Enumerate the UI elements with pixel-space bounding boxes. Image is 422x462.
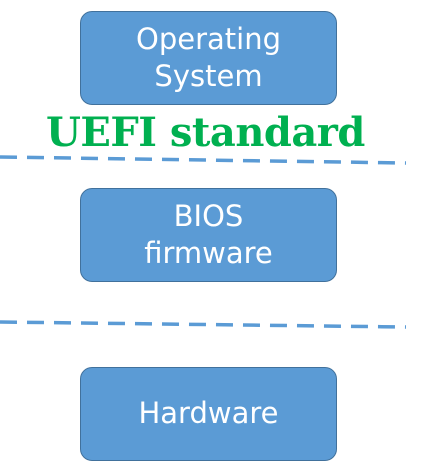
bios-firmware-label: BIOS firmware — [144, 198, 273, 270]
uefi-standard-label: UEFI standard — [46, 109, 365, 156]
operating-system-label: Operating System — [136, 21, 281, 93]
dashed-line-lower — [0, 320, 407, 329]
dashed-line-upper — [0, 155, 407, 165]
hardware-label: Hardware — [138, 396, 279, 431]
operating-system-box: Operating System — [80, 11, 337, 105]
bios-firmware-box: BIOS firmware — [80, 188, 337, 282]
hardware-box: Hardware — [80, 367, 337, 461]
